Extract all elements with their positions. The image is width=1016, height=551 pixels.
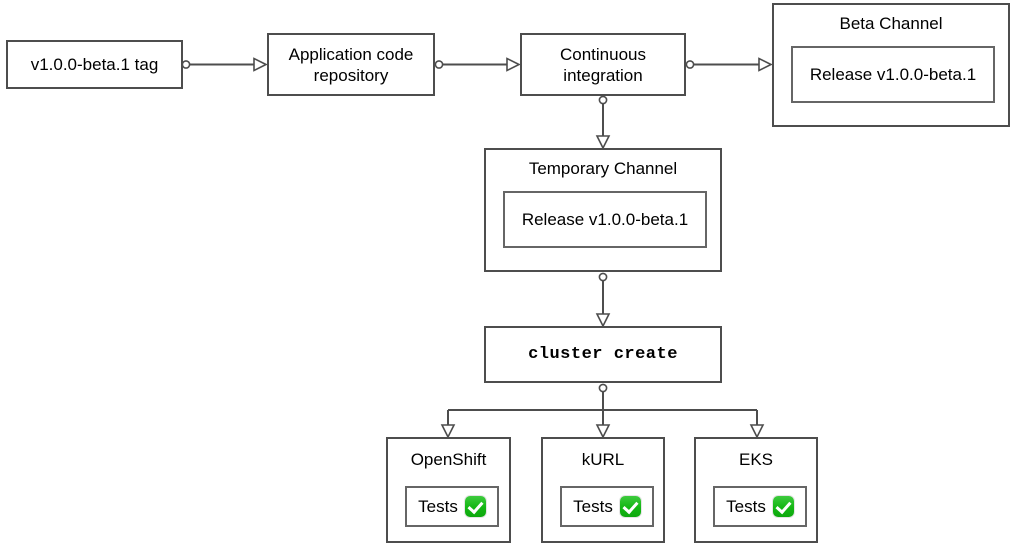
node-cluster-create[interactable]: cluster create bbox=[484, 326, 722, 383]
node-kurl-tests[interactable]: Tests bbox=[560, 486, 654, 527]
node-temporary-channel-release[interactable]: Release v1.0.0-beta.1 bbox=[503, 191, 707, 248]
node-eks-tests-label: Tests bbox=[726, 496, 766, 516]
node-beta-channel-title: Beta Channel bbox=[839, 14, 943, 33]
node-openshift-title: OpenShift bbox=[410, 450, 487, 469]
edge-ci-to-temporary-channel bbox=[595, 95, 611, 150]
node-beta-channel-release-label: Release v1.0.0-beta.1 bbox=[809, 64, 977, 84]
node-temporary-channel[interactable]: Temporary Channel Release v1.0.0-beta.1 bbox=[484, 148, 722, 272]
node-beta-channel[interactable]: Beta Channel Release v1.0.0-beta.1 bbox=[772, 3, 1010, 127]
node-eks-title: EKS bbox=[738, 450, 774, 469]
node-cluster-create-label: cluster create bbox=[528, 345, 678, 364]
node-continuous-integration-label: Continuous integration bbox=[559, 44, 646, 85]
edge-temporary-channel-to-cluster-create bbox=[595, 272, 611, 328]
node-continuous-integration[interactable]: Continuous integration bbox=[520, 33, 686, 96]
node-eks-tests[interactable]: Tests bbox=[713, 486, 807, 527]
edge-ci-to-beta-channel bbox=[685, 57, 773, 72]
edge-cluster-create-to-targets bbox=[440, 383, 765, 439]
edge-tag-to-repo bbox=[181, 57, 268, 72]
node-temporary-channel-title: Temporary Channel bbox=[528, 159, 678, 178]
edge-repo-to-ci bbox=[434, 57, 521, 72]
node-openshift-tests-label: Tests bbox=[418, 496, 458, 516]
node-tag-label: v1.0.0-beta.1 tag bbox=[30, 55, 159, 74]
node-kurl-title: kURL bbox=[581, 450, 625, 469]
node-application-code-repository[interactable]: Application code repository bbox=[267, 33, 435, 96]
node-beta-channel-release[interactable]: Release v1.0.0-beta.1 bbox=[791, 46, 995, 103]
check-mark-button-icon bbox=[772, 496, 794, 517]
check-mark-button-icon bbox=[619, 496, 641, 517]
node-tag[interactable]: v1.0.0-beta.1 tag bbox=[6, 40, 183, 89]
node-eks[interactable]: EKS Tests bbox=[694, 437, 818, 543]
check-mark-button-icon bbox=[464, 496, 486, 517]
node-application-code-repository-label: Application code repository bbox=[288, 44, 414, 85]
node-openshift[interactable]: OpenShift Tests bbox=[386, 437, 511, 543]
node-kurl-tests-label: Tests bbox=[573, 496, 613, 516]
node-temporary-channel-release-label: Release v1.0.0-beta.1 bbox=[521, 209, 689, 229]
node-kurl[interactable]: kURL Tests bbox=[541, 437, 665, 543]
node-openshift-tests[interactable]: Tests bbox=[405, 486, 499, 527]
